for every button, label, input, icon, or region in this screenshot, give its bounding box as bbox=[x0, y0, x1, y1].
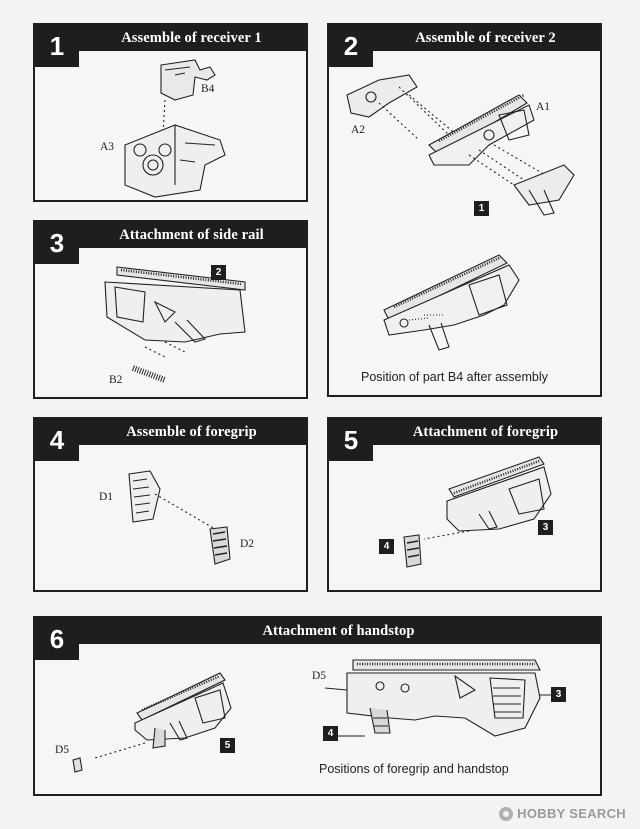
step-reference-badge: 5 bbox=[220, 738, 235, 753]
hobbysearch-logo-icon bbox=[499, 806, 514, 821]
receiver-part-illustration bbox=[124, 59, 226, 198]
part-label: D5 bbox=[312, 670, 327, 682]
step-2-panel: 2 Assemble of receiver 2 A bbox=[327, 23, 602, 397]
step-6-panel: 6 Attachment of handstop D5 D5 bbox=[33, 616, 602, 796]
step-number: 2 bbox=[329, 25, 373, 67]
step-reference-badge: 4 bbox=[323, 726, 338, 741]
side-rail-illustration bbox=[104, 266, 246, 383]
step-caption: Position of part B4 after assembly bbox=[361, 370, 548, 384]
step-number: 3 bbox=[35, 222, 79, 264]
panel-header bbox=[329, 25, 600, 51]
step-1-panel: 1 Assemble of receiver 1 B4 A3 bbox=[33, 23, 308, 202]
step-number: 4 bbox=[35, 419, 79, 461]
step-title: Attachment of side rail bbox=[119, 226, 264, 243]
part-label: B4 bbox=[201, 83, 215, 95]
foregrip-parts-illustration bbox=[128, 470, 231, 565]
step-3-panel: 3 Attachment of side rail 2 B2 bbox=[33, 220, 308, 399]
step-reference-badge: 3 bbox=[538, 520, 553, 535]
step-title: Attachment of foregrip bbox=[412, 423, 559, 440]
step-number: 1 bbox=[35, 25, 79, 67]
part-label: A2 bbox=[351, 124, 366, 136]
step-caption: Positions of foregrip and handstop bbox=[319, 762, 509, 776]
watermark-text: HOBBY SEARCH bbox=[517, 806, 626, 821]
panel-header bbox=[35, 25, 306, 51]
part-label: D1 bbox=[99, 491, 114, 503]
step-title: Assemble of receiver 2 bbox=[415, 29, 556, 46]
step-number: 5 bbox=[329, 419, 373, 461]
part-label: A3 bbox=[100, 141, 115, 153]
panel-header bbox=[35, 618, 600, 644]
foregrip-attach-illustration bbox=[403, 456, 552, 568]
step-reference-badge: 1 bbox=[474, 201, 489, 216]
panel-header bbox=[35, 419, 306, 445]
part-label: B2 bbox=[109, 374, 123, 386]
part-label: D5 bbox=[55, 744, 70, 756]
step-4-panel: 4 Assemble of foregrip D1 D2 bbox=[33, 417, 308, 592]
step-title: Assemble of foregrip bbox=[126, 423, 257, 440]
step-reference-badge: 3 bbox=[551, 687, 566, 702]
part-label: A1 bbox=[536, 101, 551, 113]
step-number: 6 bbox=[35, 618, 79, 660]
step-reference-badge: 2 bbox=[211, 265, 226, 280]
handstop-illustration bbox=[72, 659, 560, 773]
step-reference-badge: 4 bbox=[379, 539, 394, 554]
part-label: D2 bbox=[240, 538, 255, 550]
hobbysearch-watermark: HOBBY SEARCH bbox=[499, 806, 626, 821]
step-title: Attachment of handstop bbox=[262, 622, 415, 639]
panel-header bbox=[329, 419, 600, 445]
step-title: Assemble of receiver 1 bbox=[121, 29, 262, 46]
step-5-panel: 5 Attachment of foregrip 4 3 bbox=[327, 417, 602, 592]
panel-header bbox=[35, 222, 306, 248]
receiver-assembly-illustration bbox=[346, 74, 575, 351]
